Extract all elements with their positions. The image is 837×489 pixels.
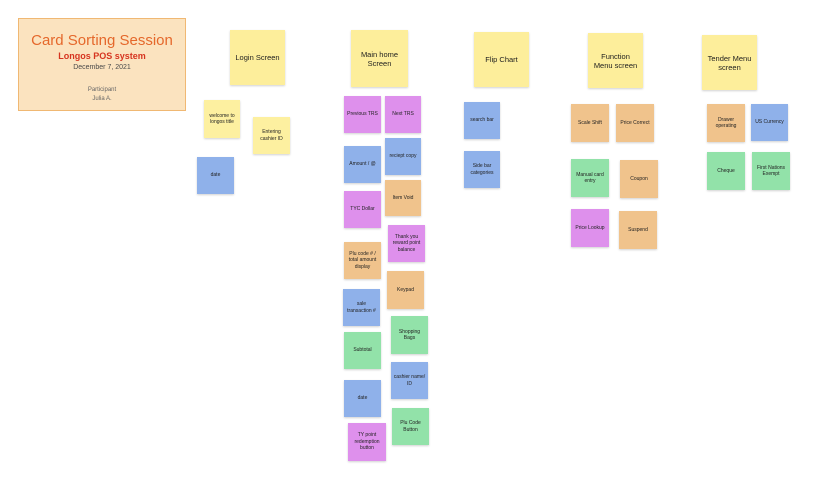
participant-name: Julia A. xyxy=(92,96,112,102)
session-date: December 7, 2021 xyxy=(73,64,131,71)
note-plu-code-button[interactable]: Plu Code Button xyxy=(392,408,429,445)
note-sale-transaction[interactable]: sale transaction # xyxy=(343,289,380,326)
note-price-lookup[interactable]: Price Lookup xyxy=(571,209,609,247)
note-subtotal[interactable]: Subtotal xyxy=(344,332,381,369)
note-tyc-dollar[interactable]: TYC Dollar xyxy=(344,191,381,228)
note-next-trs[interactable]: Next TRS xyxy=(385,96,421,133)
note-entering-cashier-id[interactable]: Entering cashier ID xyxy=(253,117,290,154)
note-reciept-copy[interactable]: reciept copy xyxy=(385,138,421,175)
note-price-correct[interactable]: Price Correct xyxy=(616,104,654,142)
participant-label: Participant xyxy=(87,87,117,93)
note-login-date[interactable]: date xyxy=(197,157,234,194)
header-function-menu-screen[interactable]: Function Menu screen xyxy=(588,33,643,88)
note-amount[interactable]: Amount / @ xyxy=(344,146,381,183)
note-cashier-name[interactable]: cashier name/ ID xyxy=(391,362,428,399)
header-tender-menu-screen[interactable]: Tender Menu screen xyxy=(702,35,757,90)
header-login-screen[interactable]: Login Screen xyxy=(230,30,285,85)
note-ty-point-redemption[interactable]: TY point redemption button xyxy=(348,423,386,461)
header-main-home-screen[interactable]: Main home Screen xyxy=(351,30,408,87)
note-main-date[interactable]: date xyxy=(344,380,381,417)
note-us-currency[interactable]: US Currency xyxy=(751,104,788,141)
note-welcome-title[interactable]: welcome to longos title xyxy=(204,100,240,138)
note-drawer-operating[interactable]: Drawer operating xyxy=(707,104,745,142)
session-subtitle: Longos POS system xyxy=(58,51,146,61)
note-shopping-bags[interactable]: Shopping Bags xyxy=(391,316,428,354)
session-title-card[interactable]: Card Sorting Session Longos POS system D… xyxy=(18,18,186,111)
note-suspend[interactable]: Suspend xyxy=(619,211,657,249)
note-side-bar-categories[interactable]: Side bar categories xyxy=(464,151,500,188)
note-search-bar[interactable]: search bar xyxy=(464,102,500,139)
note-previous-trs[interactable]: Previous TRS xyxy=(344,96,381,133)
note-coupon[interactable]: Coupon xyxy=(620,160,658,198)
session-title: Card Sorting Session xyxy=(31,32,173,49)
note-cheque[interactable]: Cheque xyxy=(707,152,745,190)
note-plu-code-display[interactable]: Plu code # / total amount display xyxy=(344,242,381,279)
note-first-nations-exempt[interactable]: First Nations Exempt xyxy=(752,152,790,190)
note-scale-shift[interactable]: Scale Shift xyxy=(571,104,609,142)
note-thank-you-reward[interactable]: Thank you reward point balance xyxy=(388,225,425,262)
note-manual-card-entry[interactable]: Manual card entry xyxy=(571,159,609,197)
note-keypad[interactable]: Keypad xyxy=(387,271,424,309)
header-flip-chart[interactable]: Flip Chart xyxy=(474,32,529,87)
note-item-void[interactable]: Item Void xyxy=(385,180,421,216)
